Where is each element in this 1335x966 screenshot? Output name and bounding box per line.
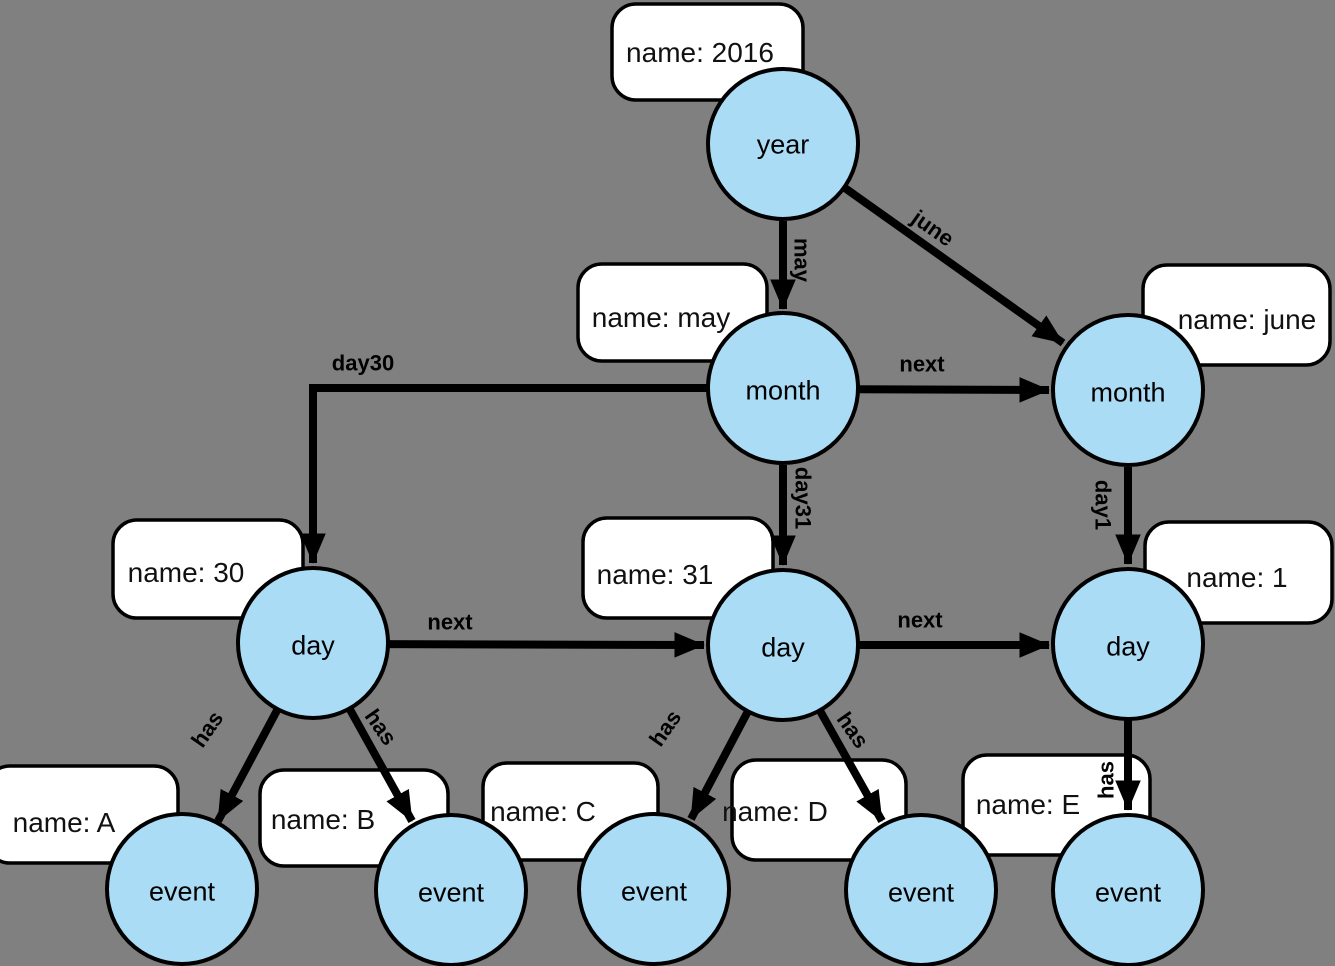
node-label-month-may: month <box>745 375 820 405</box>
property-text-month-june: name: june <box>1178 304 1317 335</box>
node-label-day-1: day <box>1106 631 1150 661</box>
node-year <box>706 67 860 221</box>
node-label-event-c: event <box>621 876 688 906</box>
node-event-a <box>105 812 259 966</box>
property-text-event-e: name: E <box>976 789 1080 820</box>
node-label-event-a: event <box>149 876 216 906</box>
edge-label-day1: day1 <box>1090 480 1115 530</box>
property-text-event-c: name: C <box>490 796 596 827</box>
node-day-30 <box>236 566 390 720</box>
node-label-month-june: month <box>1090 377 1165 407</box>
property-text-month-may: name: may <box>592 302 731 333</box>
edge-month-may-day-30 <box>300 384 783 564</box>
property-text-event-b: name: B <box>271 804 375 835</box>
property-text-year: name: 2016 <box>626 37 774 68</box>
node-event-e <box>1051 813 1205 966</box>
node-event-b <box>374 813 528 966</box>
node-label-event-e: event <box>1095 877 1162 907</box>
property-text-day-31: name: 31 <box>597 559 714 590</box>
node-labels-layer: year month month day day day event event… <box>149 129 1166 907</box>
property-text-event-a: name: A <box>13 807 116 838</box>
node-day-1 <box>1051 567 1205 721</box>
node-event-c <box>577 812 731 966</box>
edge-label-may: may <box>789 238 814 283</box>
node-day-31 <box>706 568 860 722</box>
edge-label-has-e: has <box>1094 761 1119 799</box>
node-event-d <box>844 813 998 966</box>
property-box-day-31 <box>581 516 775 620</box>
edge-label-next-day3031: next <box>427 610 473 635</box>
node-label-event-d: event <box>888 877 955 907</box>
node-label-day-31: day <box>761 632 805 662</box>
property-text-event-d: name: D <box>722 796 828 827</box>
property-text-day-1: name: 1 <box>1186 562 1287 593</box>
property-box-month-may <box>576 262 769 363</box>
edge-label-next-months: next <box>899 352 945 377</box>
edge-label-day31: day31 <box>790 467 815 529</box>
property-text-day-30: name: 30 <box>128 557 245 588</box>
node-label-day-30: day <box>291 630 335 660</box>
nodes-layer <box>105 67 1205 966</box>
edge-label-next-day311: next <box>897 608 943 633</box>
node-label-year: year <box>757 129 810 159</box>
property-box-texts-layer: name: 2016 name: may name: june name: 30… <box>13 37 1317 838</box>
node-label-event-b: event <box>418 877 485 907</box>
node-month-june <box>1051 313 1205 467</box>
node-month-may <box>706 311 860 465</box>
edge-label-day30: day30 <box>332 351 394 376</box>
